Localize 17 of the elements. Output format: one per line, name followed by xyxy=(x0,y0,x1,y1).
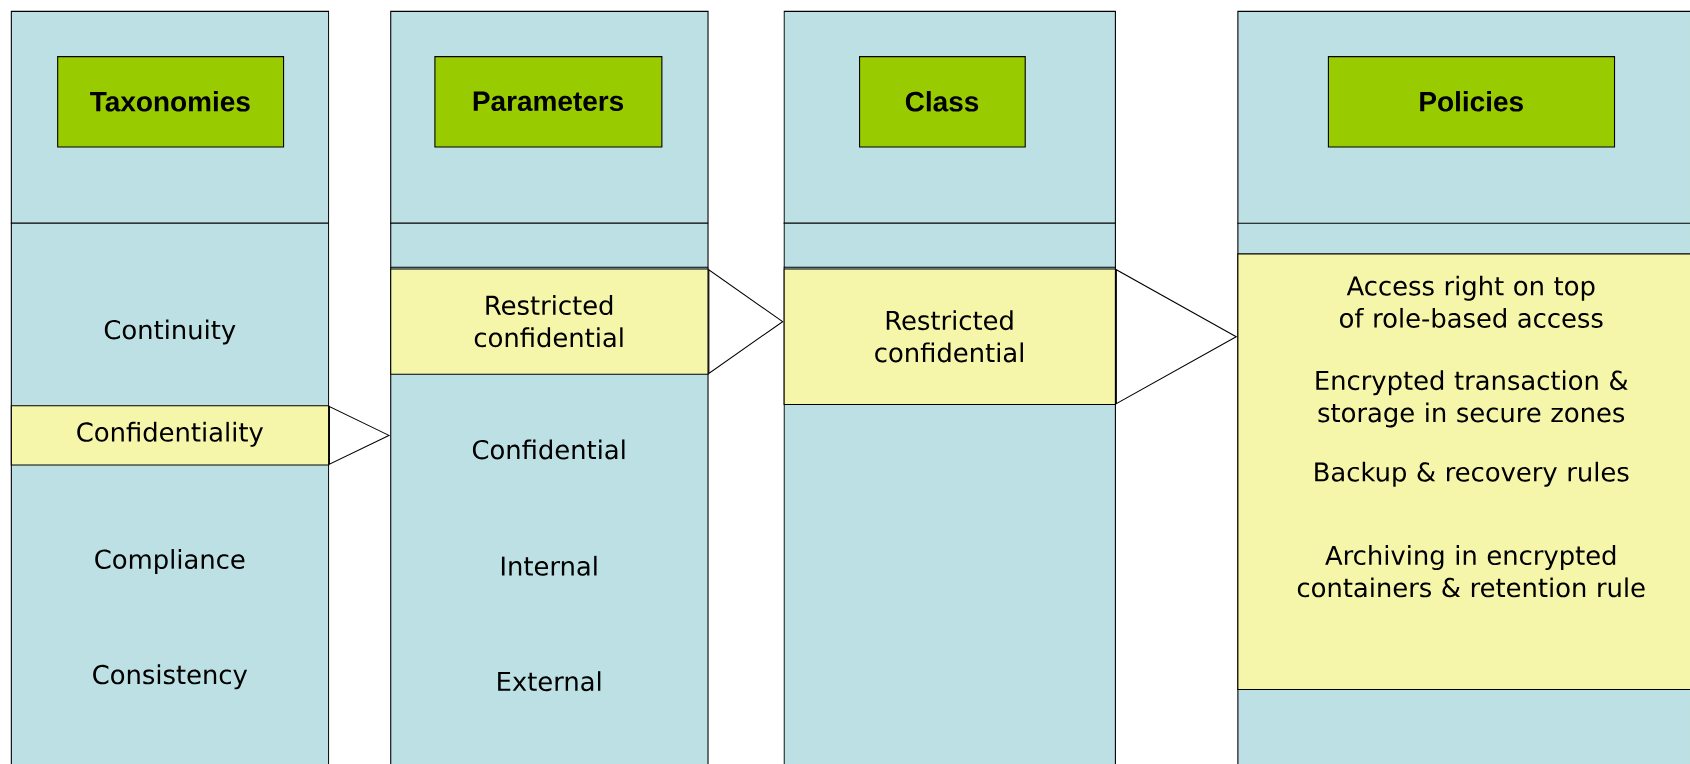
heading-box: Policies xyxy=(1327,55,1616,148)
list-item: Consistency xyxy=(93,664,248,690)
heading-box: Class xyxy=(859,55,1026,148)
list-item: Internal xyxy=(501,555,597,576)
heading-box: Parameters xyxy=(434,55,663,148)
list-item: External xyxy=(498,671,601,692)
band-label: Restricted confidential xyxy=(875,310,1023,363)
policy-text: Backup & recovery rules xyxy=(1315,461,1629,487)
policy-text: Access right on top of role-based access xyxy=(1340,275,1603,328)
band-label: Confidentiality xyxy=(77,421,263,447)
list-item: Continuity xyxy=(104,319,236,345)
list-item: Compliance xyxy=(95,548,245,574)
list-item: Confidential xyxy=(472,439,625,460)
band-label: Restricted confidential xyxy=(474,295,623,348)
heading-box: Taxonomies xyxy=(57,55,285,148)
policy-text: Archiving in encrypted containers & retention rule xyxy=(1297,545,1645,598)
policy-text: Encrypted transaction & storage in secure zones xyxy=(1316,370,1628,428)
